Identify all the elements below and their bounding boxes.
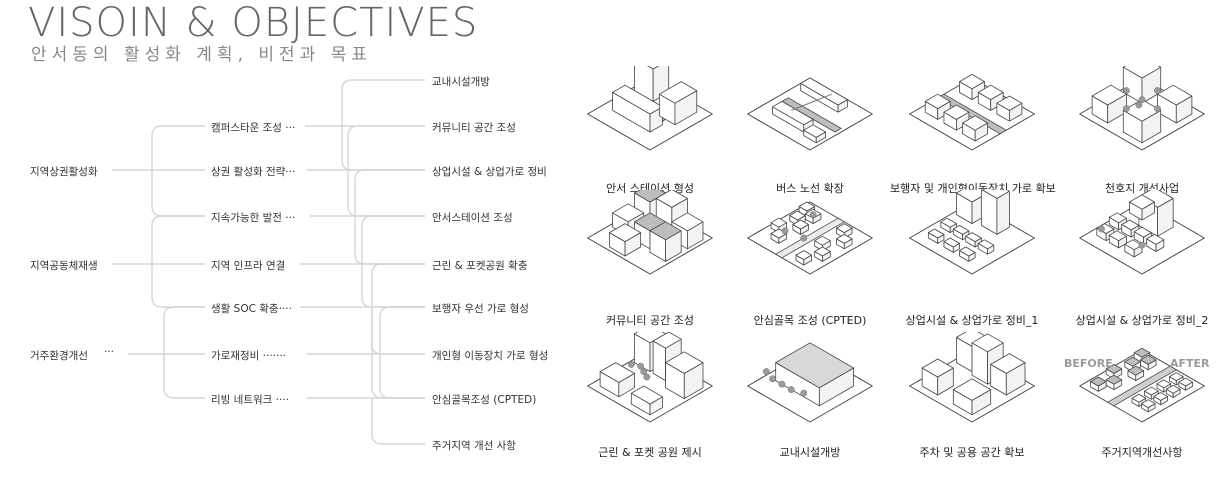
connector-strategy-2 — [306, 125, 425, 217]
plan-image-caption: 상업시설 & 상업가로 정비_2 — [1075, 314, 1209, 327]
page-subtitle: 안서동의 활성화 계획, 비전과 목표 — [31, 45, 372, 65]
before-label: BEFORE — [1064, 357, 1113, 370]
block-diagram-commercial-1 — [909, 190, 1035, 275]
plan-image-11: 주차 및 공용 공간 확보 — [890, 332, 1054, 460]
plan-image-caption: 근린 & 포켓 공원 제시 — [598, 446, 702, 459]
block-diagram-parking — [909, 332, 1035, 423]
plan-image-caption: 커뮤니티 공간 조성 — [606, 314, 694, 327]
goal-local-commerce: 지역상권활성화 — [30, 166, 98, 178]
action-item: 안서스테이션 조성 — [432, 212, 513, 224]
connector-strategy-7 — [306, 397, 425, 445]
after-label: AFTER — [1170, 357, 1210, 370]
strategy-item: 캠퍼스타운 조성 ··· — [211, 122, 296, 134]
plan-image-7: 상업시설 & 상업가로 정비_1 — [890, 190, 1054, 327]
plan-image-5: 커뮤니티 공간 조성 — [568, 190, 732, 327]
block-diagram-housing — [1079, 347, 1205, 423]
plan-image-1: 안서 스테이션 형성 — [568, 66, 732, 195]
connector-goal-3 — [128, 306, 205, 399]
page-title: VISOIN & OBJECTIVES — [28, 0, 479, 46]
goal-community-regeneration: 지역공동체재생 — [30, 260, 98, 272]
strategy-item: 지속가능한 발전 ··· — [211, 212, 296, 224]
goal-suffix: ··· — [104, 346, 115, 358]
block-diagram-park — [587, 332, 713, 423]
strategy-item: 리빙 네트워크 ···· — [211, 394, 289, 406]
plan-image-4: 천호지 개선사업 — [1060, 66, 1224, 195]
plan-image-caption: 보행자 및 개인형이동장치 가로 확보 — [890, 182, 1056, 195]
strategy-item: 생활 SOC 확충···· — [211, 303, 292, 315]
plan-image-6: 안심골목 조성 (CPTED) — [728, 190, 892, 327]
action-item: 교내시설개방 — [432, 76, 490, 88]
action-item: 근린 & 포켓공원 확충 — [432, 260, 528, 272]
connector-strategy-4 — [300, 215, 425, 308]
action-item: 개인형 이동장치 가로 형성 — [432, 350, 549, 362]
plan-image-caption: 주차 및 공용 공간 확보 — [919, 446, 1025, 459]
goal-residential-improvement: 거주환경개선 — [30, 350, 88, 362]
plan-image-3: 보행자 및 개인형이동장치 가로 확보 — [890, 66, 1056, 195]
block-diagram-station — [587, 66, 713, 151]
block-diagram-alley — [747, 201, 873, 275]
plan-image-caption: 버스 노선 확장 — [776, 182, 844, 195]
connector-strategy-1 — [305, 79, 425, 171]
block-diagram-community — [587, 190, 713, 275]
vision-tree-connectors — [112, 79, 425, 445]
connector-goal-2 — [112, 215, 205, 308]
action-item: 커뮤니티 공간 조성 — [432, 122, 516, 134]
action-item: 상업시설 & 상업가로 정비 — [432, 166, 547, 178]
block-diagram-bus-route — [747, 77, 873, 151]
connector-strategy-6 — [306, 306, 425, 399]
plan-image-12: 주거지역개선사항 — [1060, 332, 1224, 460]
action-item: 보행자 우선 가로 형성 — [432, 303, 529, 315]
plan-image-9: 근린 & 포켓 공원 제시 — [568, 332, 732, 460]
connector-goal-1 — [112, 125, 205, 217]
block-diagram-lake — [1079, 66, 1205, 151]
plan-image-caption: 상업시설 & 상업가로 정비_1 — [905, 314, 1039, 327]
action-item: 주거지역 개선 사항 — [432, 440, 516, 452]
strategy-item: 상권 활성화 전략··· — [211, 166, 296, 178]
action-item: 안심골목조성 (CPTED) — [432, 394, 537, 406]
strategy-item: 지역 인프라 연결 — [211, 260, 286, 272]
plan-image-caption: 교내시설개방 — [779, 446, 841, 459]
plan-image-10: 교내시설개방 — [728, 332, 892, 460]
block-diagram-campus — [747, 342, 873, 423]
strategy-item: 가로재정비 ······· — [211, 350, 287, 362]
plan-image-8: 상업시설 & 상업가로 정비_2 — [1060, 190, 1224, 327]
block-diagram-commercial-2 — [1079, 190, 1205, 275]
plan-image-2: 버스 노선 확장 — [728, 66, 892, 195]
block-diagram-street — [909, 73, 1035, 151]
plan-image-caption: 안심골목 조성 (CPTED) — [753, 314, 867, 327]
plan-image-caption: 주거지역개선사항 — [1101, 446, 1183, 459]
